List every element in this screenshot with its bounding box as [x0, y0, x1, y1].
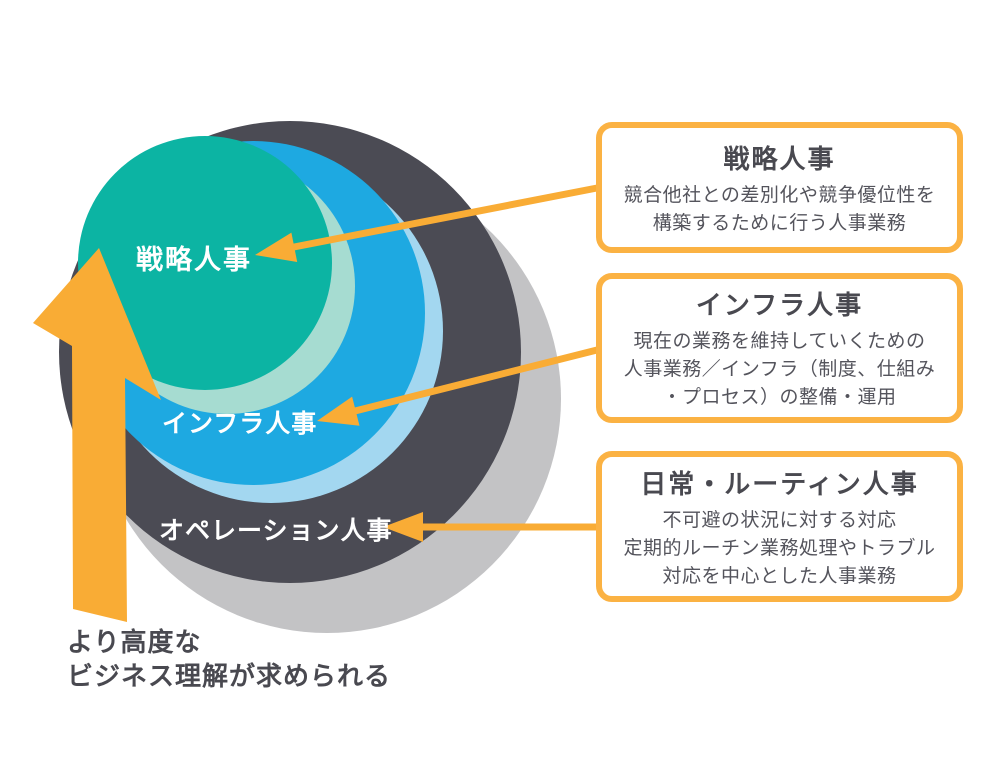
callout-infra-title: インフラ人事	[695, 291, 864, 321]
up-arrow-icon	[33, 248, 161, 622]
callout-routine-title: 日常・ルーティン人事	[640, 469, 919, 500]
axis-note: より高度な ビジネス理解が求められる	[67, 628, 392, 692]
callout-infra-body: 現在の業務を維持していくための 人事業務／インフラ（制度、仕組み ・プロセス）の…	[623, 330, 936, 408]
callout-strategy-title: 戦略人事	[723, 144, 836, 175]
callout-infra: インフラ人事 現在の業務を維持していくための 人事業務／インフラ（制度、仕組み …	[596, 273, 963, 423]
connector-arrow-strategy	[293, 184, 598, 251]
connector-arrowhead-operation-icon	[383, 512, 423, 542]
callout-routine: 日常・ルーティン人事 不可避の状況に対する対応 定期的ルーチン業務処理やトラブル…	[596, 451, 963, 602]
callout-routine-body: 不可避の状況に対する対応 定期的ルーチン業務処理やトラブル 対応を中心とした人事…	[623, 508, 936, 587]
connector-arrowhead-infra-icon	[317, 396, 360, 426]
strategy-circle-teal	[78, 136, 332, 390]
circle-label-infra: インフラ人事	[162, 409, 318, 438]
circle-label-strategy: 戦略人事	[136, 245, 252, 276]
circle-label-operation: オペレーション人事	[159, 516, 393, 545]
connector-arrow-infra	[354, 346, 598, 415]
callout-strategy-body: 競合他社との差別化や競争優位性を 構築するために行う人事業務	[623, 183, 936, 234]
callout-strategy: 戦略人事 競合他社との差別化や競争優位性を 構築するために行う人事業務	[596, 122, 963, 253]
connector-arrowhead-strategy-icon	[255, 232, 298, 262]
